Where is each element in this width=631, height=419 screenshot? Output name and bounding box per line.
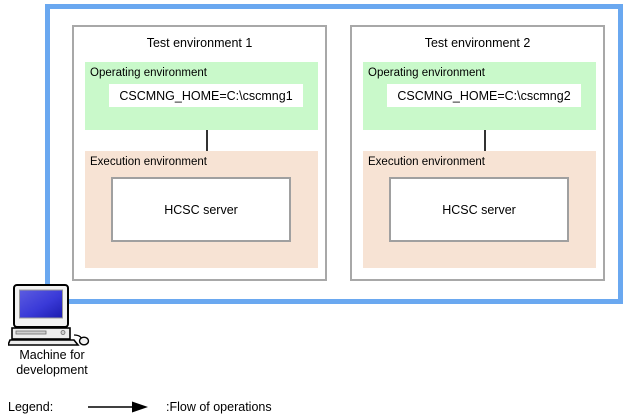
operating-environment-label-1: Operating environment [90,67,207,79]
operating-environment-label-2: Operating environment [368,67,485,79]
legend-label: Legend: [8,400,54,414]
test-environment-panel-2: Test environment 2 Operating environment… [350,25,605,281]
dev-machine-label-line2: development [16,363,88,377]
execution-environment-box-2: Execution environment HCSC server [363,151,596,268]
operating-environment-box-1: Operating environment CSCMNG_HOME=C:\csc… [85,62,318,130]
test-environment-2-title: Test environment 2 [424,36,531,50]
execution-environment-box-1: Execution environment HCSC server [85,151,318,268]
environment-variable-value-1: CSCMNG_HOME=C:\cscmng1 [109,84,303,107]
legend: Legend: :Flow of operations [8,398,272,416]
legend-description: :Flow of operations [166,400,272,414]
operating-environment-box-2: Operating environment CSCMNG_HOME=C:\csc… [363,62,596,130]
dev-machine-label: Machine for development [0,348,104,378]
right-arrow-icon [88,401,148,413]
test-environment-1-title: Test environment 1 [146,36,253,50]
dev-machine-label-line1: Machine for [19,348,85,362]
hcsc-server-box-2: HCSC server [389,177,569,242]
test-environment-panel-1: Test environment 1 Operating environment… [72,25,327,281]
execution-environment-label-1: Execution environment [90,156,207,168]
desktop-computer-icon [8,284,90,346]
environment-variable-value-2: CSCMNG_HOME=C:\cscmng2 [387,84,581,107]
hcsc-server-box-1: HCSC server [111,177,291,242]
execution-environment-label-2: Execution environment [368,156,485,168]
